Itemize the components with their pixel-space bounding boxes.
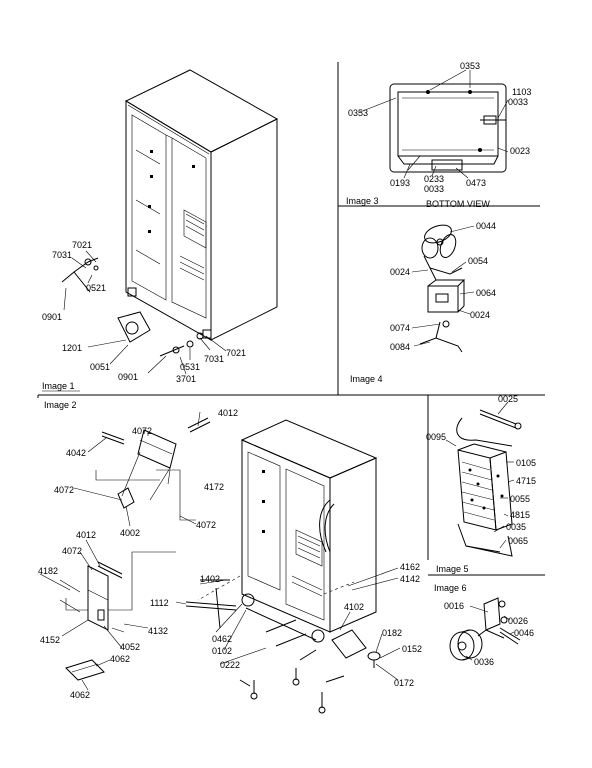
image2-callouts (39, 411, 401, 691)
label-0016: 0016 (444, 601, 464, 611)
label-0046: 0046 (514, 628, 534, 638)
image5-label: Image 5 (436, 564, 469, 574)
label-0036: 0036 (474, 657, 494, 667)
label-0233: 0233 (424, 174, 444, 184)
label-7031b: 7031 (204, 354, 224, 364)
label-4052: 4052 (120, 642, 140, 652)
label-4042: 4042 (66, 448, 86, 458)
label-7021b: 7021 (226, 348, 246, 358)
label-0473: 0473 (466, 178, 486, 188)
image1-label: Image 1 (42, 381, 75, 391)
image3-label: Image 3 (346, 196, 379, 206)
label-4132: 4132 (148, 626, 168, 636)
label-0521: 0521 (86, 283, 106, 293)
label-0901a: 0901 (42, 312, 62, 322)
label-0353a: 0353 (460, 61, 480, 71)
label-4072a: 4072 (132, 426, 152, 436)
image4-fan (419, 224, 466, 353)
image5-evaporator (456, 409, 522, 557)
image6-callouts (465, 605, 515, 661)
label-0023: 0023 (510, 146, 530, 156)
label-4152: 4152 (40, 635, 60, 645)
image3-callouts (359, 69, 509, 179)
label-4815: 4815 (510, 510, 530, 520)
label-0531: 0531 (180, 362, 200, 372)
image6-labels: Image 6 0016 0026 0046 0036 (434, 583, 534, 667)
label-1201: 1201 (62, 343, 82, 353)
image2-label: Image 2 (44, 400, 77, 410)
label-0172: 0172 (394, 678, 414, 688)
label-1103: 1103 (512, 87, 531, 97)
label-0033a: 0033 (508, 97, 528, 107)
label-0095: 0095 (426, 432, 446, 442)
image1-callouts (63, 250, 227, 375)
image2-cabinet (197, 419, 381, 714)
label-4072d: 4072 (62, 546, 82, 556)
label-4072c: 4072 (196, 520, 216, 530)
label-4142: 4142 (400, 574, 420, 584)
label-0901b: 0901 (118, 372, 138, 382)
label-4062a: 4062 (110, 654, 130, 664)
label-0025: 0025 (498, 394, 518, 404)
label-0462: 0462 (212, 634, 232, 644)
label-1112: 1112 (150, 598, 169, 608)
label-0102: 0102 (212, 646, 232, 656)
panel-dividers (37, 62, 545, 576)
label-0105: 0105 (516, 458, 536, 468)
label-0026: 0026 (508, 616, 528, 626)
label-4715: 4715 (516, 476, 536, 486)
label-0051: 0051 (90, 362, 110, 372)
label-0055: 0055 (510, 494, 530, 504)
label-4012b: 4012 (76, 530, 96, 540)
label-0035: 0035 (506, 522, 526, 532)
label-0024b: 0024 (470, 310, 490, 320)
image2-parts (59, 417, 237, 681)
image6-damper (449, 597, 521, 661)
label-7021a: 7021 (72, 240, 92, 250)
label-0074: 0074 (390, 323, 410, 333)
image1-labels: 7021 7031 0521 0901 1201 0051 0901 3701 … (42, 240, 246, 392)
label-0054: 0054 (468, 256, 488, 266)
image3-bottom-view (389, 83, 507, 173)
label-4172: 4172 (204, 482, 224, 492)
label-0064: 0064 (476, 288, 496, 298)
label-4062b: 4062 (70, 690, 90, 700)
label-7031a: 7031 (52, 250, 72, 260)
bottom-view-label: BOTTOM VIEW (426, 199, 490, 209)
label-0353b: 0353 (348, 108, 368, 118)
image4-callouts (411, 225, 475, 347)
image2-labels: Image 2 4072 4012 4042 4172 4072 4002 40… (38, 400, 422, 700)
label-0193: 0193 (390, 178, 410, 188)
label-0065: 0065 (508, 536, 528, 546)
label-0024a: 0024 (390, 267, 410, 277)
label-1402: 1402 (200, 574, 220, 584)
label-3701: 3701 (176, 374, 196, 384)
image5-labels: 0025 0095 0105 4715 0055 4815 0035 0065 … (426, 394, 536, 574)
label-0182: 0182 (382, 628, 402, 638)
label-4182: 4182 (38, 566, 58, 576)
label-4002: 4002 (120, 528, 140, 538)
label-0033b: 0033 (424, 184, 444, 194)
image4-labels: 0044 0024 0054 0064 0074 0024 0084 Image… (350, 221, 496, 384)
image5-callouts (445, 401, 515, 549)
label-0222: 0222 (220, 660, 240, 670)
image4-label: Image 4 (350, 374, 383, 384)
label-4162: 4162 (400, 562, 420, 572)
label-4072b: 4072 (54, 485, 74, 495)
label-4102: 4102 (344, 602, 364, 612)
label-0044: 0044 (476, 221, 496, 231)
image6-label: Image 6 (434, 583, 467, 593)
image3-labels: 0353 0353 1103 0033 0023 0193 0233 0033 … (346, 61, 531, 209)
label-0152: 0152 (402, 644, 422, 654)
label-0084: 0084 (390, 342, 410, 352)
image1-cabinet (61, 69, 279, 357)
label-4012a: 4012 (218, 408, 238, 418)
